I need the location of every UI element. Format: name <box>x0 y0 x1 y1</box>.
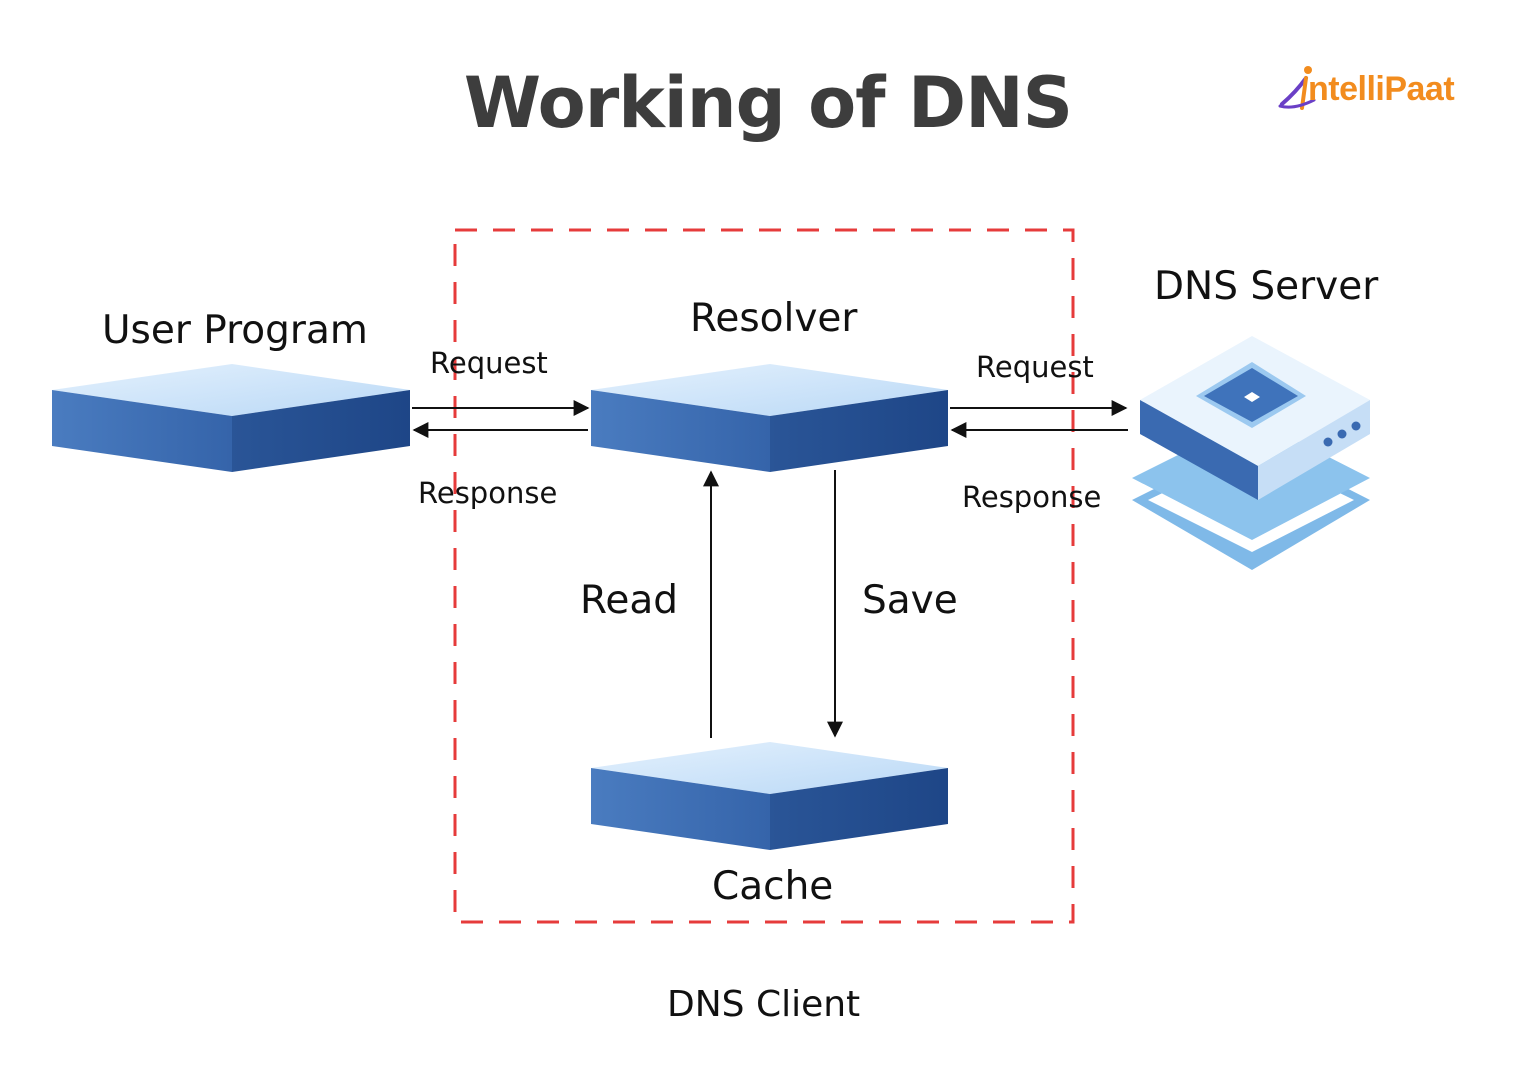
right-request-label: Request <box>976 350 1094 384</box>
resolver-label: Resolver <box>690 296 858 341</box>
cache-box <box>591 742 948 850</box>
logo-text: ntelliPaat <box>1308 70 1455 108</box>
left-response-label: Response <box>418 476 558 510</box>
dns-client-label: DNS Client <box>667 984 861 1025</box>
save-label: Save <box>862 578 958 623</box>
user-program-box <box>52 364 410 472</box>
read-label: Read <box>580 578 678 623</box>
user-program-label: User Program <box>102 308 368 353</box>
resolver-box <box>591 364 948 472</box>
page-title: Working of DNS <box>463 62 1073 144</box>
dns-client-boundary <box>453 228 1075 924</box>
intellipaat-logo-icon <box>1278 66 1316 110</box>
dns-server-icon <box>1132 336 1370 570</box>
cache-label: Cache <box>712 864 834 909</box>
dns-server-label: DNS Server <box>1154 264 1379 309</box>
left-request-label: Request <box>430 346 548 380</box>
right-response-label: Response <box>962 480 1102 514</box>
